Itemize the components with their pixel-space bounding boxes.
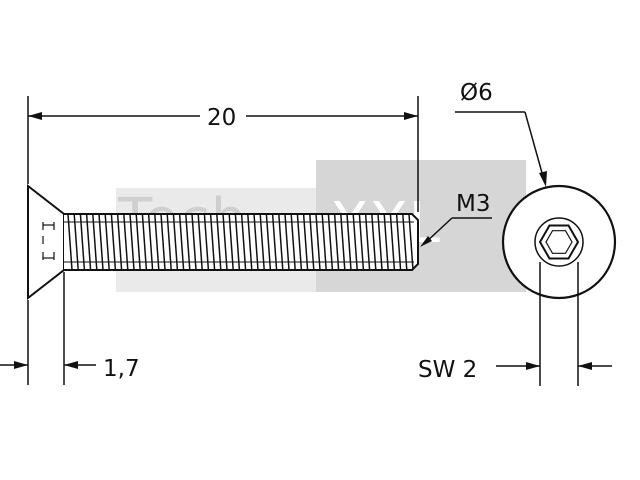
thread-stroke [110, 213, 117, 271]
thread-stroke [321, 213, 327, 271]
thread-stroke [278, 213, 284, 271]
arrowhead-head-right [64, 361, 78, 369]
head-height-label: 1,7 [103, 356, 140, 382]
thread-stroke [123, 213, 129, 271]
thread-stroke [85, 213, 92, 271]
leader-arrow-m3 [420, 236, 432, 247]
hex-socket [538, 224, 580, 260]
thread-stroke [247, 213, 253, 271]
thread-stroke [234, 213, 241, 271]
thread-stroke [265, 213, 272, 271]
leader-line-diameter [524, 111, 545, 181]
wrench-size-label: SW 2 [418, 357, 477, 383]
thread-stroke [340, 213, 346, 271]
screw-side-view [27, 183, 419, 301]
leader-arrow-diameter [539, 171, 547, 187]
head-diameter-label: Ø6 [460, 80, 493, 106]
arrowhead-sw-left [526, 362, 540, 370]
dimension-head-height [0, 272, 96, 385]
thread-stroke [358, 213, 365, 271]
arrowhead-left [28, 112, 42, 120]
thread-stroke [154, 213, 160, 271]
thread-stroke [147, 213, 154, 271]
thread-stroke [172, 213, 179, 271]
hex-socket-inner [545, 230, 573, 254]
thread-stroke [352, 213, 358, 271]
thread-stroke [185, 213, 191, 271]
thread-stroke [346, 213, 352, 271]
thread-stroke [333, 213, 340, 271]
thread-stroke [104, 213, 110, 271]
thread-stroke [389, 213, 396, 271]
length-label: 20 [207, 105, 236, 131]
thread-stroke [98, 213, 104, 271]
thread-stroke [141, 213, 148, 271]
thread-stroke [302, 213, 309, 271]
thread-stroke [79, 213, 86, 271]
thread-stroke [67, 213, 73, 271]
socket-hidden-lines [42, 222, 55, 260]
thread-stroke [402, 213, 408, 271]
thread-stroke [383, 213, 389, 271]
thread-stroke [160, 213, 166, 271]
thread-stroke [191, 213, 197, 271]
thread-stroke [240, 213, 247, 271]
thread-stroke [73, 213, 79, 271]
thread-stroke [395, 213, 402, 271]
thread-stroke [377, 213, 383, 271]
thread-stroke [166, 213, 172, 271]
thread-stroke [129, 213, 135, 271]
leader-diameter [455, 111, 547, 187]
thread-label: M3 [456, 191, 490, 217]
thread-stroke [92, 213, 98, 271]
thread-stroke [309, 213, 315, 271]
thread-stroke [327, 213, 334, 271]
thread-stroke [271, 213, 278, 271]
head-circle [501, 184, 617, 300]
thread-helix [67, 213, 414, 271]
thread-stroke [228, 213, 234, 271]
thread-stroke [315, 213, 321, 271]
thread-stroke [203, 213, 210, 271]
thread-stroke [135, 213, 141, 271]
thread-stroke [253, 213, 259, 271]
thread-stroke [284, 213, 290, 271]
thread-stroke [116, 213, 123, 271]
thread-stroke [197, 213, 203, 271]
dimension-length [27, 96, 419, 212]
thread-stroke [209, 213, 216, 271]
thread-stroke [222, 213, 228, 271]
screw-head [27, 183, 65, 301]
thread-stroke [364, 213, 371, 271]
arrowhead-sw-right [578, 362, 592, 370]
arrowhead-head-left [14, 361, 28, 369]
socket-circle [534, 217, 584, 267]
leader-thread [420, 217, 492, 247]
thread-stroke [290, 213, 296, 271]
thread-stroke [371, 213, 377, 271]
thread-stroke [408, 213, 414, 271]
thread-stroke [178, 213, 185, 271]
screw-end-view [501, 184, 617, 300]
thread-stroke [296, 213, 303, 271]
thread-stroke [259, 213, 265, 271]
thread-stroke [216, 213, 222, 271]
dimension-wrench-size [496, 262, 612, 386]
arrowhead-right [404, 112, 418, 120]
watermark: Tech XXL [116, 160, 526, 292]
